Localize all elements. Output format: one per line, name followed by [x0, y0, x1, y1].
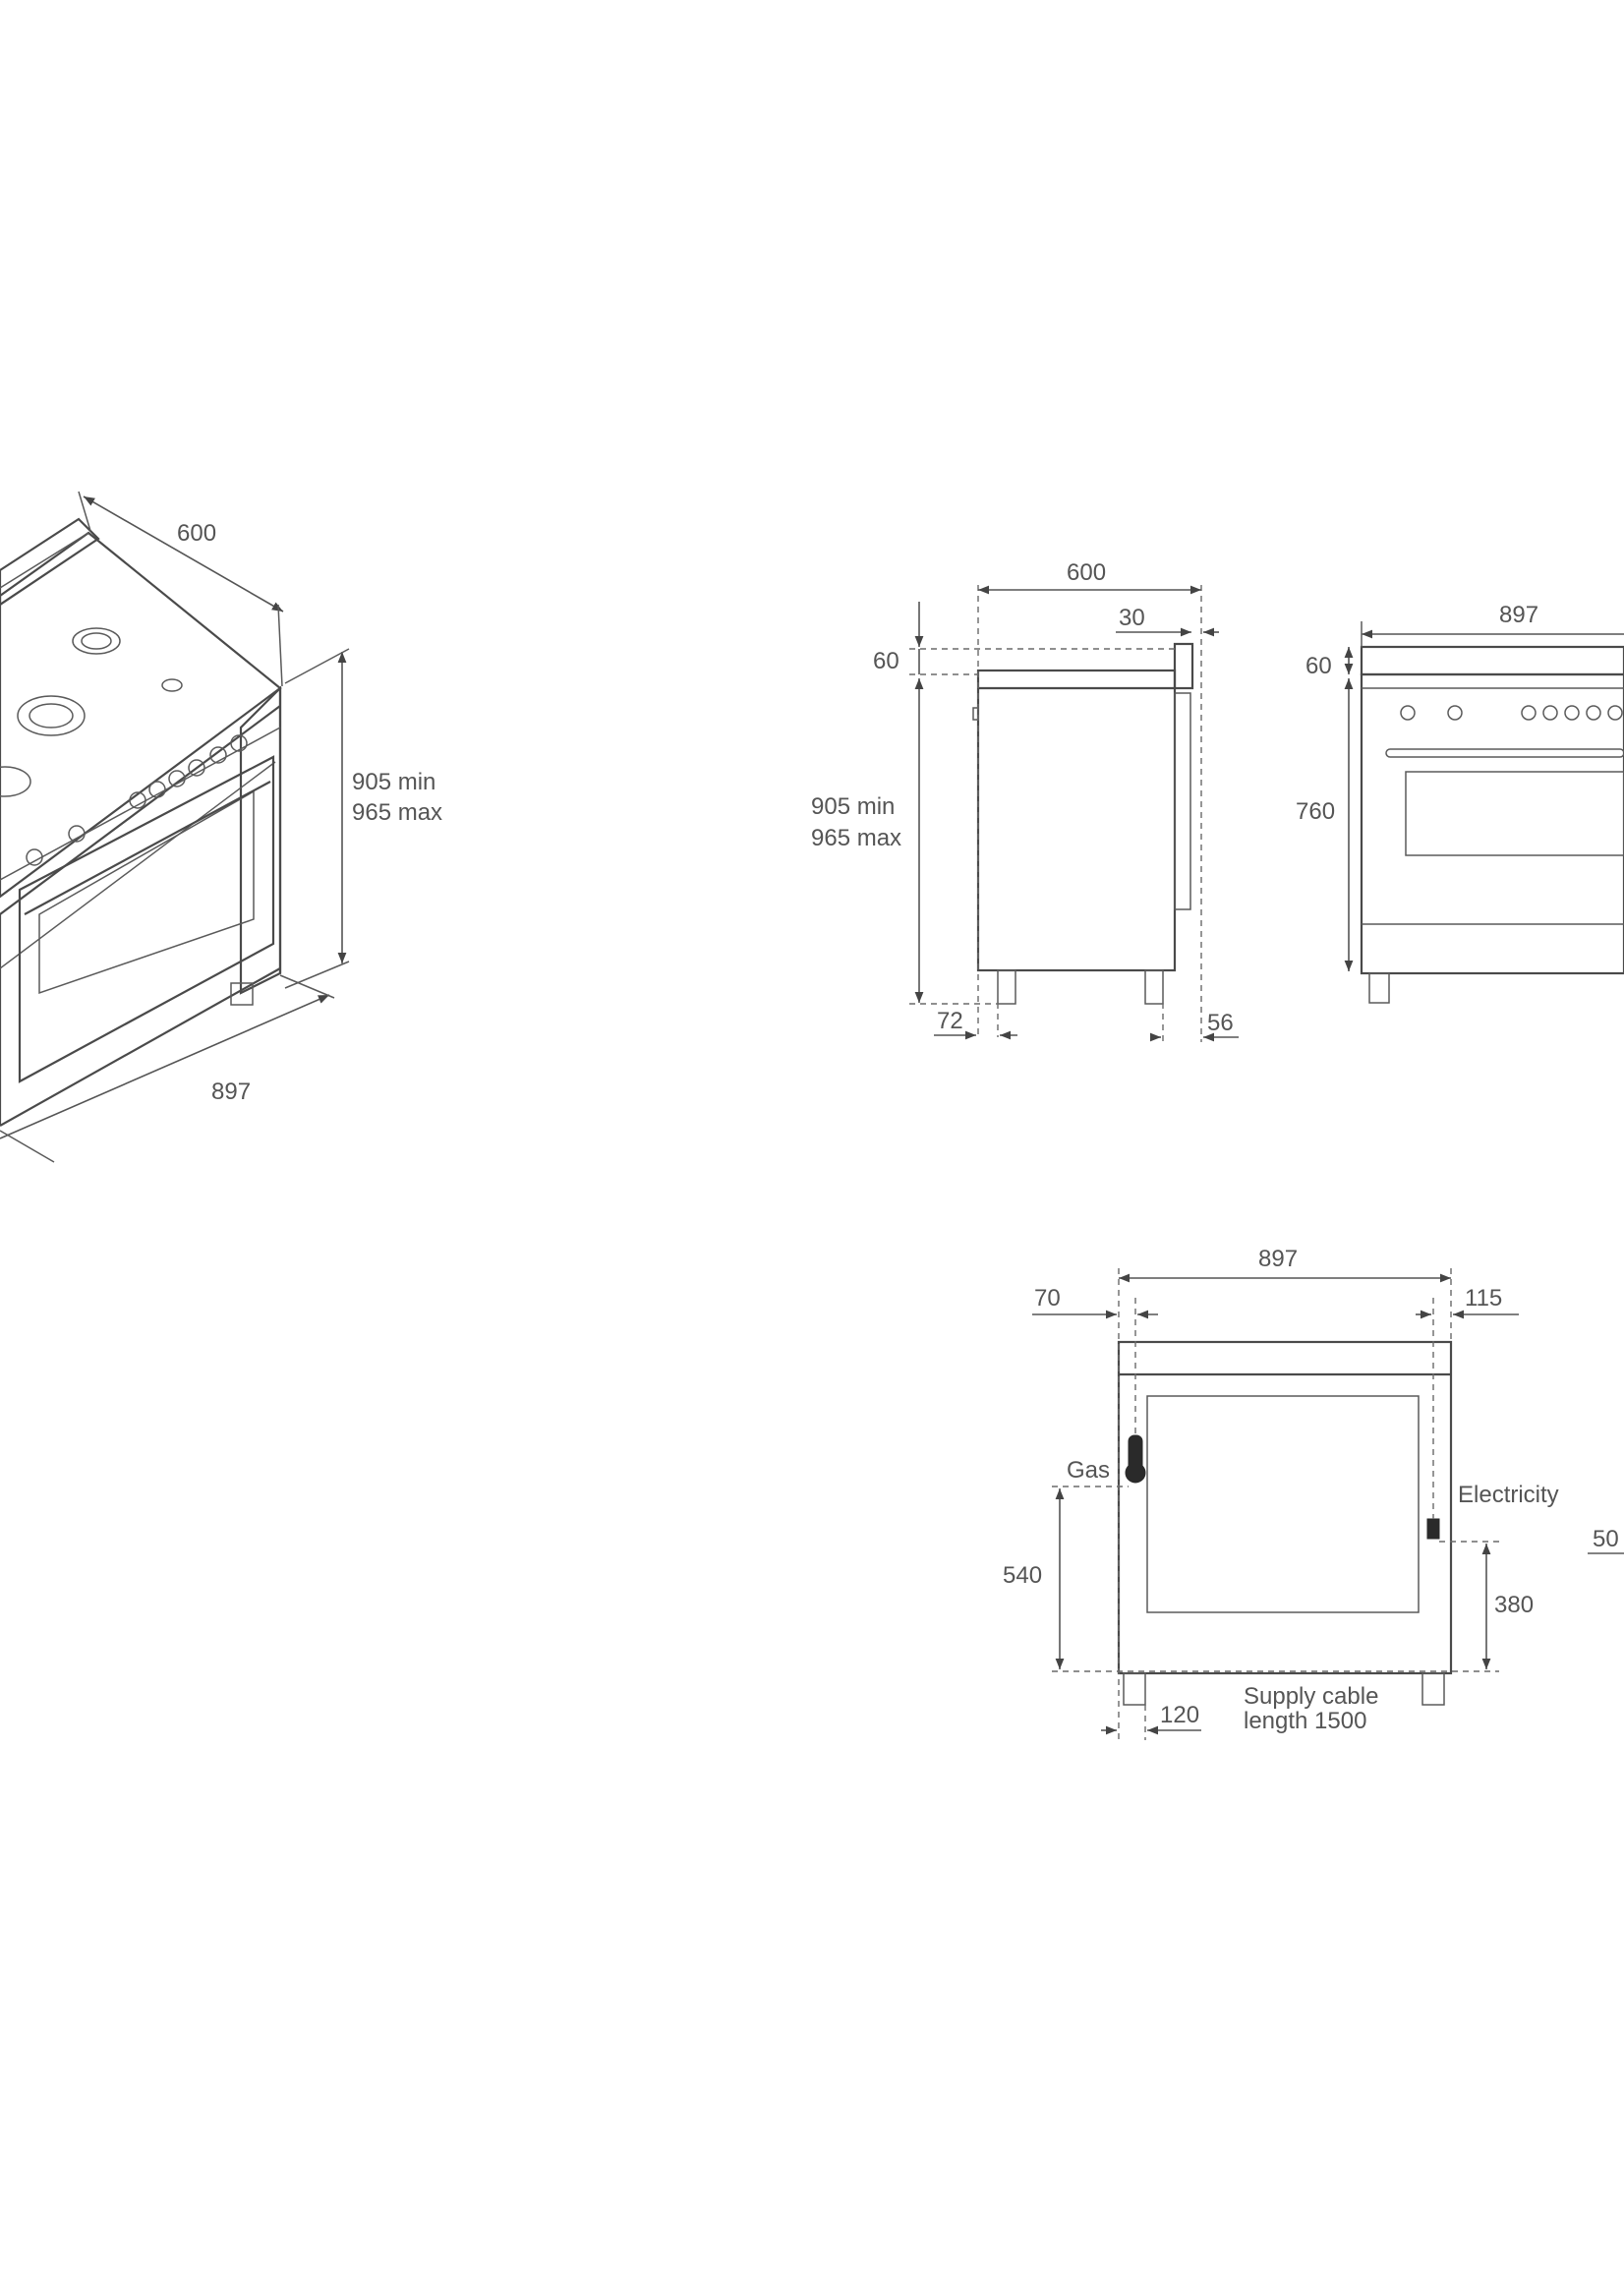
front-body — [1360, 672, 1624, 975]
foot — [230, 982, 254, 1006]
label-foot-offset: 120 — [1160, 1702, 1199, 1728]
burner-icon — [161, 678, 183, 692]
side-body — [976, 669, 1177, 972]
label-cut-value: 50 — [1593, 1526, 1619, 1552]
isometric-view: 600 905 min 965 max 897 — [0, 491, 442, 1163]
label-side-height-max: 965 max — [811, 825, 901, 851]
side-view: 600 30 60 905 min 965 max 72 56 — [811, 559, 1239, 1042]
label-rear-right-offset: 115 — [1465, 1285, 1502, 1312]
cooktop-surface — [0, 531, 282, 899]
rear-foot-left — [1123, 1672, 1146, 1706]
side-backguard — [1173, 642, 1194, 690]
front-backguard — [1360, 645, 1624, 676]
label-rear-left-offset: 70 — [1034, 1285, 1061, 1312]
oven-handle — [24, 781, 271, 915]
label-width: 897 — [211, 1079, 251, 1105]
label-rear-width: 897 — [1258, 1246, 1298, 1272]
label-gas-height: 540 — [1003, 1562, 1042, 1589]
label-back-offset: 30 — [1119, 605, 1145, 631]
label-electricity: Electricity — [1458, 1482, 1559, 1508]
label-front-width: 897 — [1499, 602, 1538, 628]
label-side-depth: 600 — [1067, 559, 1106, 586]
dim-line-width — [0, 994, 330, 1139]
label-front-top: 60 — [1305, 653, 1332, 679]
front-oven-window — [1405, 771, 1624, 856]
label-gas: Gas — [1067, 1457, 1110, 1484]
label-electricity-height: 380 — [1494, 1592, 1534, 1618]
label-rear-foot: 56 — [1207, 1010, 1234, 1036]
knob-row — [26, 734, 248, 866]
rear-foot-right — [1421, 1672, 1445, 1706]
label-depth: 600 — [177, 520, 216, 547]
label-front-height: 760 — [1296, 798, 1335, 825]
label-cable-line1: Supply cable — [1244, 1683, 1378, 1710]
label-cable-line2: length 1500 — [1244, 1708, 1366, 1734]
dim-line-depth — [83, 496, 284, 612]
burner-icon — [17, 695, 86, 736]
label-side-top: 60 — [873, 648, 899, 674]
oven-door — [18, 755, 275, 1083]
oven-window — [38, 789, 255, 995]
label-height-min: 905 min — [352, 769, 435, 795]
burner-icon — [0, 766, 31, 797]
label-side-height-min: 905 min — [811, 793, 895, 820]
rear-panel — [1146, 1395, 1420, 1613]
front-view: 897 60 760 — [1296, 602, 1624, 1004]
front-foot — [997, 969, 1016, 1005]
rear-view: Gas Electricity 897 70 115 540 380 120 — [1003, 1246, 1624, 1740]
front-knob-row — [1400, 705, 1623, 721]
burner-icon — [72, 627, 121, 655]
front-oven-handle — [1385, 748, 1624, 758]
rear-foot — [1144, 969, 1164, 1005]
electricity-connector-icon — [1426, 1518, 1440, 1540]
label-front-foot: 72 — [937, 1008, 963, 1034]
label-height-max: 965 max — [352, 799, 442, 826]
front-foot-left — [1368, 972, 1390, 1004]
rear-body — [1117, 1340, 1453, 1675]
